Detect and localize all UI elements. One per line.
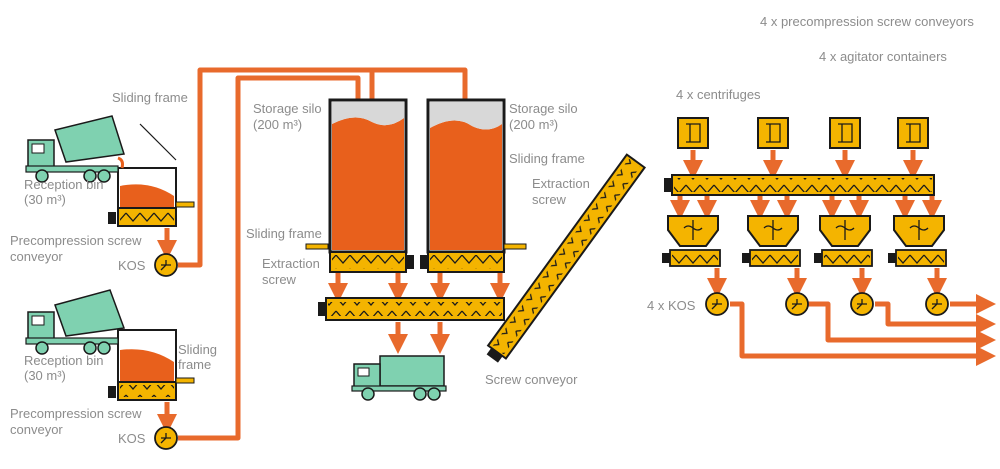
reception-bin-top — [108, 123, 195, 227]
label-kos-bottom: KOS — [118, 431, 146, 446]
storage-silo-right — [420, 98, 527, 273]
pipelines — [157, 67, 996, 441]
label-storage-silo-left-2: (200 m³) — [253, 117, 303, 132]
centrifuges — [677, 117, 929, 149]
label-sliding-frame-top: Sliding frame — [112, 90, 188, 105]
label-storage-silo-right-1: Storage silo — [509, 101, 578, 116]
truck-silo — [351, 355, 447, 401]
conveyor-under-silos — [318, 297, 505, 321]
label-precompression-top-2: conveyor — [10, 249, 63, 264]
label-screw-conveyor: Screw conveyor — [485, 372, 578, 387]
label-kos-top: KOS — [118, 258, 146, 273]
pipe-kos-top — [178, 67, 468, 268]
label-extraction-screw-left-2: screw — [262, 272, 296, 287]
label-kos-count: 4 x KOS — [647, 298, 696, 313]
label-extraction-screw-right-2: screw — [532, 192, 566, 207]
label-sliding-frame-right: Sliding frame — [509, 151, 585, 166]
label-sliding-frame-bottom-2: frame — [178, 357, 212, 372]
label-centrifuges-count: 4 x centrifuges — [676, 87, 761, 102]
kos-pump-bottom — [154, 426, 178, 450]
kos-pump-top — [154, 253, 178, 277]
label-extraction-screw-left-1: Extraction — [262, 256, 320, 271]
label-extraction-screw-right-1: Extraction — [532, 176, 590, 191]
label-reception-bin-bottom-2: (30 m³) — [24, 368, 66, 383]
label-reception-bin-bottom-1: Reception bin — [24, 353, 104, 368]
label-reception-bin-top-2: (30 m³) — [24, 192, 66, 207]
truck-top — [25, 115, 125, 183]
agitator-containers — [662, 215, 947, 267]
pipe-kos-bottom — [178, 75, 361, 441]
truck-bottom — [25, 289, 126, 355]
label-screw-conveyors-count: 4 x precompression screw conveyors — [760, 14, 974, 29]
label-precompression-bottom-2: conveyor — [10, 422, 63, 437]
centrifuge-screw — [664, 174, 935, 196]
label-precompression-bottom-1: Precompression screw — [10, 406, 142, 421]
label-sliding-frame-left: Sliding frame — [246, 226, 322, 241]
label-storage-silo-right-2: (200 m³) — [509, 117, 559, 132]
label-reception-bin-top-1: Reception bin — [24, 177, 104, 192]
label-precompression-top-1: Precompression screw — [10, 233, 142, 248]
label-sliding-frame-bottom-1: Sliding — [178, 342, 218, 357]
label-agitator-count: 4 x agitator containers — [819, 49, 947, 64]
kos-pumps-four — [705, 292, 949, 316]
inclined-screw-conveyor — [486, 153, 647, 363]
storage-silo-left — [305, 98, 414, 273]
reception-bin-bottom — [108, 329, 195, 401]
label-storage-silo-left-1: Storage silo — [253, 101, 322, 116]
